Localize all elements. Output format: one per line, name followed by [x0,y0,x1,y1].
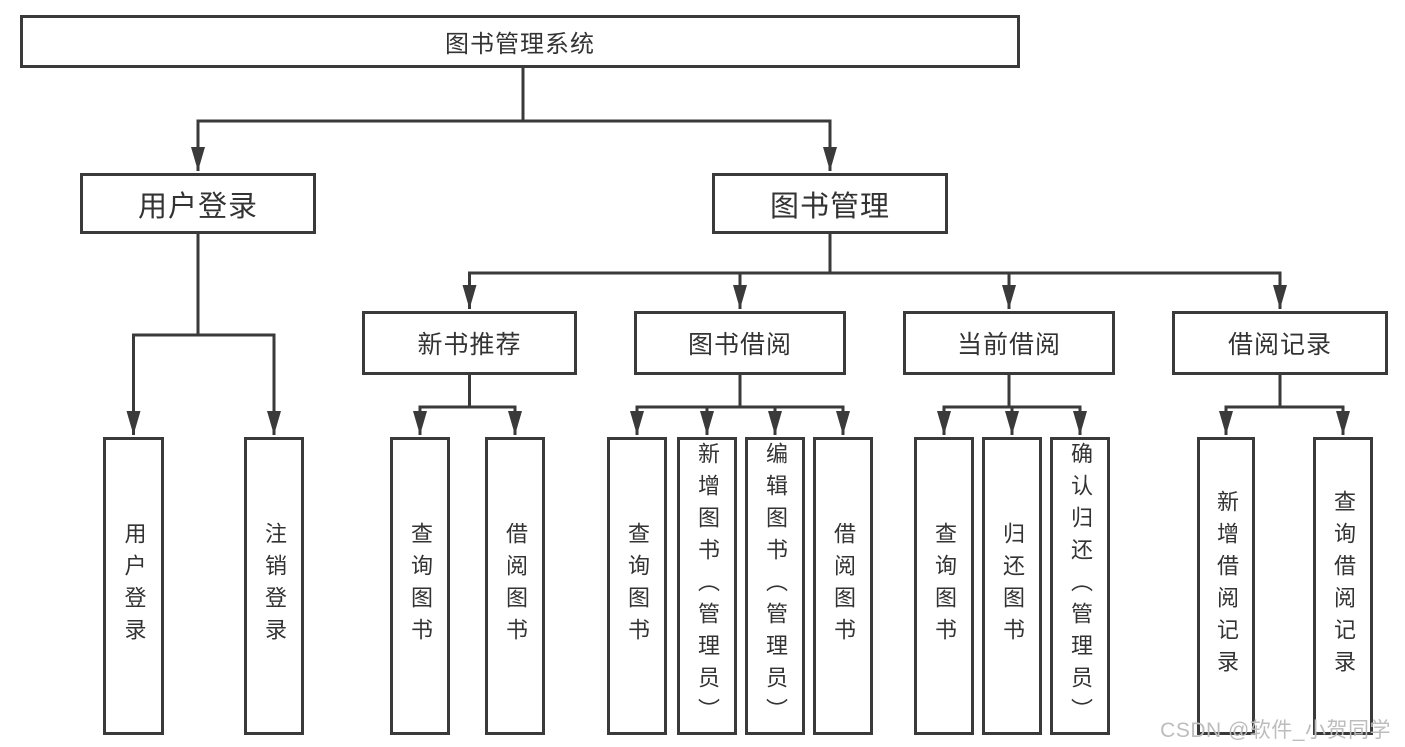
leaf-return-book: 归还图书 [982,437,1042,735]
node-label: 查询借阅记录 [1331,490,1356,682]
node-label: 图书借阅 [687,331,792,359]
leaf-query-books-current: 查询图书 [914,437,974,735]
node-label: 借阅图书 [831,522,856,650]
leaf-confirm-return-admin: 确认归还（管理员） [1050,437,1110,735]
node-label: 用户登录 [121,522,147,650]
leaf-user-login: 用户登录 [103,437,164,735]
node-label: 查询图书 [625,522,650,650]
node-label: 查询图书 [932,522,957,650]
leaf-logout: 注销登录 [244,437,304,735]
node-borrowing-records: 借阅记录 [1172,311,1388,375]
node-current-borrowing: 当前借阅 [903,311,1115,375]
leaf-query-books-recommend: 查询图书 [390,437,450,735]
node-label: 注销登录 [262,522,287,650]
node-label: 用户登录 [137,190,258,223]
leaf-query-borrow-record: 查询借阅记录 [1313,437,1373,735]
node-label: 编辑图书（管理员） [763,442,788,730]
node-label: 图书管理 [769,190,890,223]
csdn-watermark: CSDN @软件_小贺同学 [1160,719,1391,742]
leaf-add-borrow-record: 新增借阅记录 [1197,437,1255,735]
node-book-management: 图书管理 [712,173,948,234]
node-label: 借阅图书 [503,522,528,650]
leaf-borrow-books: 借阅图书 [813,437,873,735]
node-label: 新增图书（管理员） [695,442,720,730]
leaf-borrow-books-recommend: 借阅图书 [485,437,545,735]
node-label: 查询图书 [408,522,433,650]
leaf-edit-book-admin: 编辑图书（管理员） [745,437,805,735]
node-label: 新书推荐 [417,331,522,359]
node-library-management-system: 图书管理系统 [20,15,1020,68]
node-book-borrowing: 图书借阅 [634,311,846,375]
node-user-login: 用户登录 [80,173,316,234]
leaf-query-books-borrow: 查询图书 [607,437,667,735]
node-label: 新增借阅记录 [1214,490,1239,682]
node-label: 图书管理系统 [445,31,595,58]
node-label: 归还图书 [1000,522,1025,650]
node-label: 借阅记录 [1227,331,1332,359]
node-label: 当前借阅 [956,331,1061,359]
leaf-add-book-admin: 新增图书（管理员） [677,437,737,735]
node-new-book-recommendation: 新书推荐 [362,311,577,375]
node-label: 确认归还（管理员） [1068,442,1093,730]
